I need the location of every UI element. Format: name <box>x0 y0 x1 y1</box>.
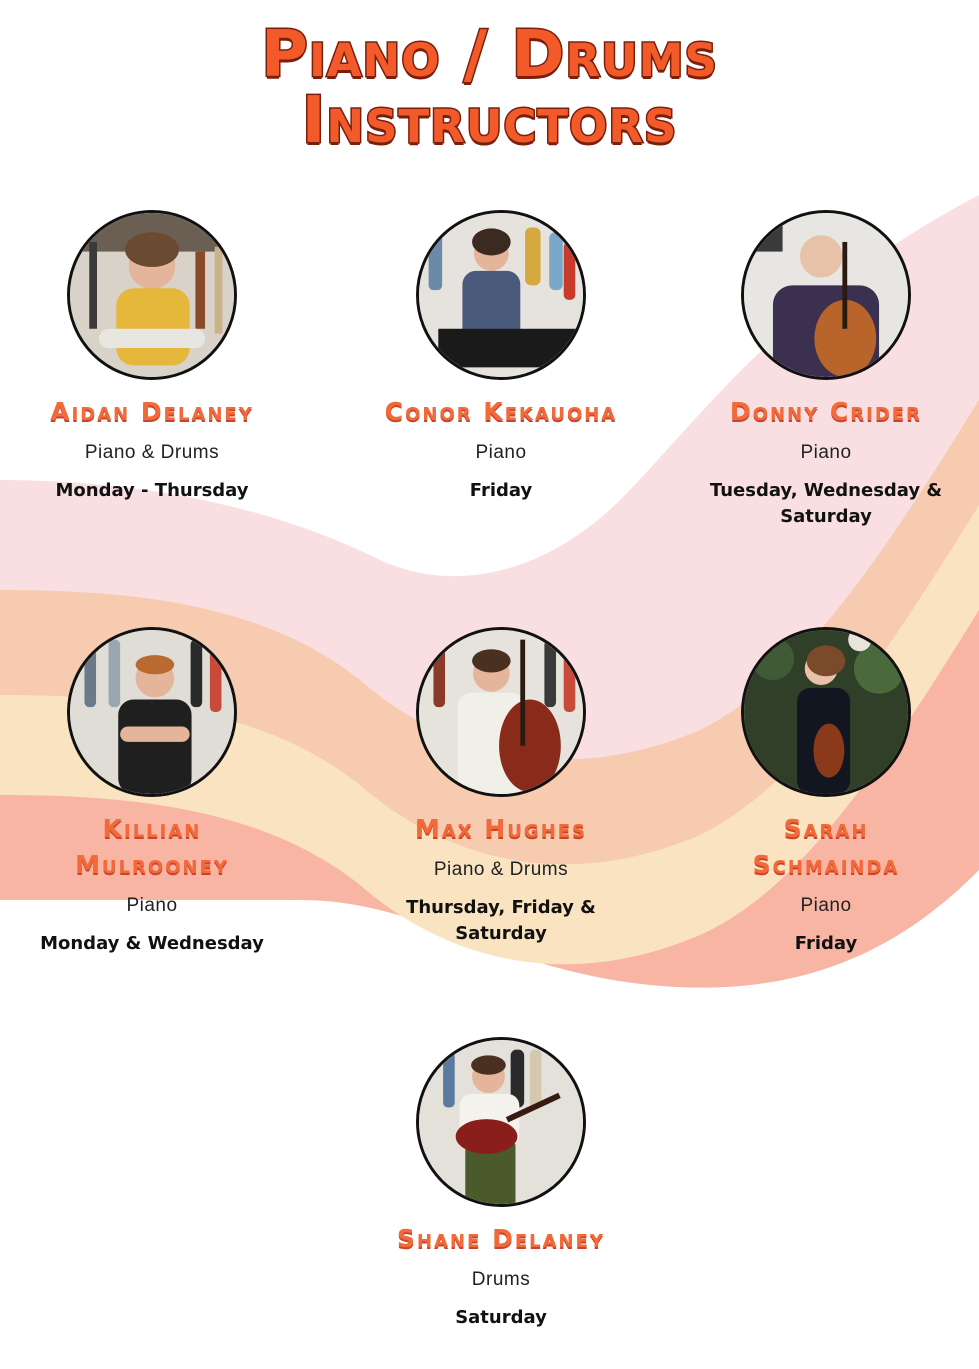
instructor-photo-arms-crossed <box>70 630 234 794</box>
instructor-instruments: Drums <box>471 1269 531 1290</box>
instructor-days: Saturday <box>455 1307 547 1328</box>
instructor-card: Aidan Delaney Piano & Drums Monday - Thu… <box>32 210 272 504</box>
instructor-instruments: Piano <box>475 442 527 463</box>
instructor-instruments: Piano & Drums <box>84 442 220 463</box>
instructor-instruments: Piano <box>800 895 852 916</box>
instructor-instruments: Piano & Drums <box>433 859 569 880</box>
instructor-name: Donny Crider <box>730 397 922 426</box>
instructor-photo <box>416 627 586 797</box>
instructor-days: Monday & Wednesday <box>40 933 264 954</box>
instructor-card: Killian Mulrooney Piano Monday & Wednesd… <box>22 627 282 957</box>
instructor-name: Aidan Delaney <box>50 397 254 426</box>
wave-pink <box>0 195 979 760</box>
instructor-photo <box>67 210 237 380</box>
wave-peach <box>0 395 979 865</box>
instructor-photo <box>741 210 911 380</box>
red-guitar-player-photo <box>419 1040 583 1204</box>
instructor-days: Monday - Thursday <box>55 480 249 501</box>
guitar-player-photo <box>70 213 234 377</box>
instructor-instruments: Piano <box>800 442 852 463</box>
keyboard-player-photo <box>419 213 583 377</box>
instructor-name: Killian Mulrooney <box>22 811 282 883</box>
instructor-name: Conor Kekauoha <box>384 397 618 426</box>
instructor-days: Friday <box>469 480 533 501</box>
wave-cream <box>0 500 979 965</box>
cello-player-photo <box>744 213 908 377</box>
wave-coral <box>0 600 979 988</box>
instructor-photo <box>741 627 911 797</box>
instructor-name: Sarah Schmainda <box>706 811 946 883</box>
page-title-line1: Piano / Drums <box>260 18 719 92</box>
instructor-card: Donny Crider Piano Tuesday, Wednesday & … <box>696 210 956 530</box>
instructor-card: Conor Kekauoha Piano Friday <box>361 210 641 504</box>
instructor-days: Thursday, Friday & Saturday <box>406 897 596 944</box>
instructor-name-text: Sarah Schmainda <box>752 814 900 879</box>
instructor-name: Shane Delaney <box>397 1224 605 1253</box>
instructor-name: Max Hughes <box>414 814 588 843</box>
instructor-days: Friday <box>794 933 858 954</box>
instructor-name-text: Killian Mulrooney <box>75 814 229 879</box>
violin-player-photo <box>744 630 908 794</box>
instructor-photo <box>416 210 586 380</box>
instructor-photo <box>67 627 237 797</box>
instructor-instruments: Piano <box>126 895 178 916</box>
instructor-card: Shane Delaney Drums Saturday <box>371 1037 631 1331</box>
instructor-card: Max Hughes Piano & Drums Thursday, Frida… <box>371 627 631 947</box>
instructor-card: Sarah Schmainda Piano Friday <box>706 627 946 957</box>
upright-bass-player-photo <box>419 630 583 794</box>
instructor-photo <box>416 1037 586 1207</box>
page-title-line2: Instructors <box>300 84 678 158</box>
instructor-days: Tuesday, Wednesday & Saturday <box>709 480 943 527</box>
